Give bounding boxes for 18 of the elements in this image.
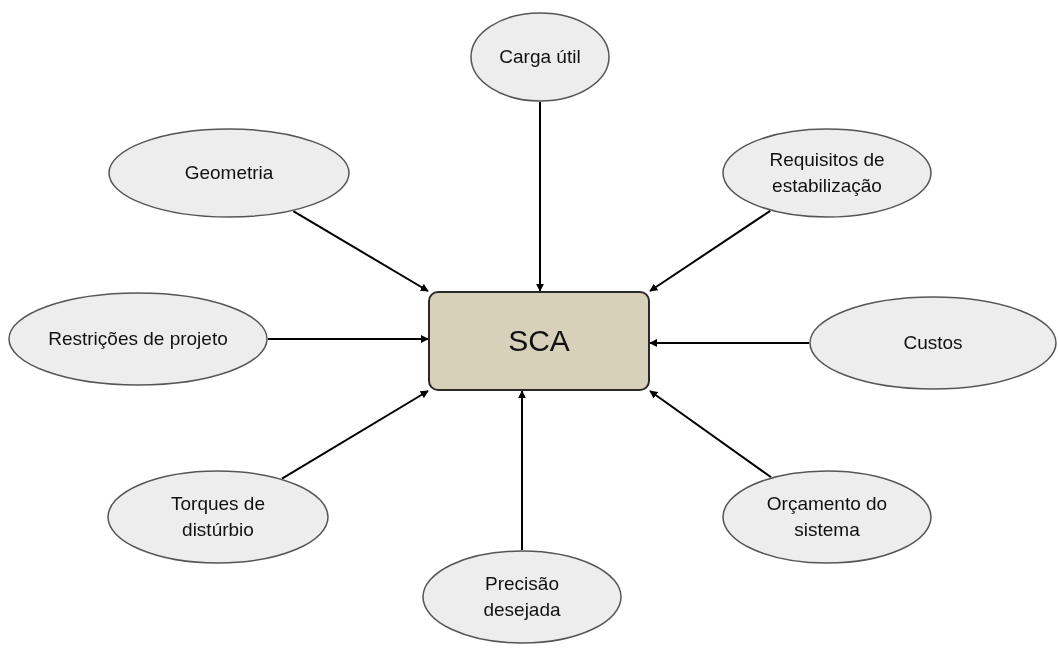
node-label: Requisitos de estabilização: [768, 148, 886, 198]
process-box: [428, 291, 650, 391]
node-label: Torques de distúrbio: [170, 492, 266, 542]
arrow: [292, 210, 429, 292]
node-label: Orçamento do sistema: [765, 492, 889, 542]
node-label: Geometria: [184, 161, 274, 186]
node-label: Restrições de projeto: [48, 327, 228, 352]
arrow: [536, 101, 544, 292]
node-label: Carga útil: [499, 45, 581, 70]
arrow: [267, 335, 429, 343]
arrow: [281, 390, 429, 480]
node-label: SCA: [508, 322, 570, 359]
arrow: [649, 209, 772, 292]
arrow: [649, 390, 773, 479]
node-label: Precisão desejada: [482, 572, 562, 622]
arrow: [649, 339, 810, 347]
arrow: [518, 390, 526, 551]
node-label: Custos: [903, 331, 963, 356]
